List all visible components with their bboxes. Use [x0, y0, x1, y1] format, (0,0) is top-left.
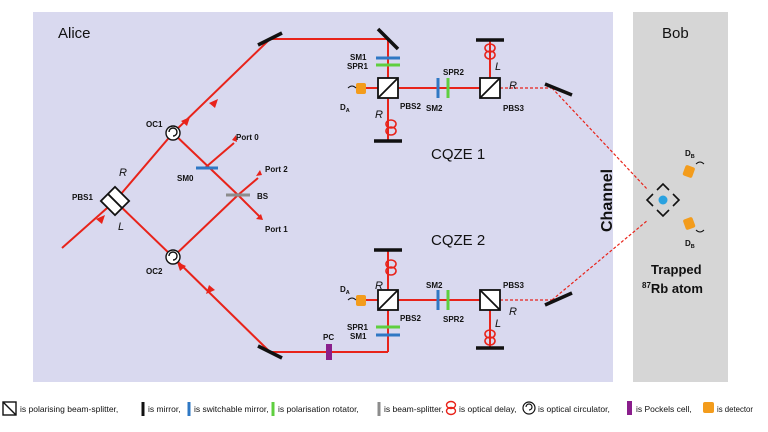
- legend: is polarising beam-splitter, is mirror, …: [2, 400, 753, 416]
- bottom-sm1-label: SM1: [350, 332, 367, 341]
- alice-title: Alice: [58, 25, 91, 42]
- top-l-label: L: [495, 61, 501, 73]
- legend-circulator-icon: [522, 401, 536, 415]
- legend-bs-text: is beam-splitter,: [384, 404, 444, 414]
- bottom-pbs3-r-label: R: [509, 306, 517, 318]
- arm-elements: [376, 56, 450, 337]
- pbs1-icon: [99, 185, 131, 217]
- oc1-icon: [165, 125, 181, 141]
- top-r-label: R: [375, 109, 383, 121]
- section-cqze2: CQZE 2: [431, 232, 485, 249]
- top-sm2-label: SM2: [426, 104, 443, 113]
- legend-detector-text: is detector: [717, 405, 753, 414]
- top-pbs3-r-label: R: [509, 80, 517, 92]
- top-detector-icon: [356, 83, 366, 94]
- legend-pockels-text: is Pockels cell,: [636, 404, 692, 414]
- port2-label: Port 2: [265, 165, 288, 174]
- circulators: [165, 125, 181, 265]
- legend-pbs-text: is polarising beam-splitter,: [20, 404, 118, 414]
- top-delay-pbs3-icon: [484, 43, 496, 60]
- mirror-bottom-out: [544, 291, 573, 307]
- bottom-delay-pbs2-icon: [385, 259, 397, 276]
- top-pbs3-icon: [479, 77, 501, 99]
- legend-rotator-text: is polarisation rotator,: [278, 404, 359, 414]
- bob-panel: [633, 12, 728, 382]
- rb-atom-label: 87Rb atom: [642, 281, 703, 296]
- port1-label: Port 1: [265, 225, 288, 234]
- bottom-pbs3-icon: [479, 289, 501, 311]
- bottom-detector-icon: [356, 295, 366, 306]
- top-sm1-label: SM1: [350, 53, 367, 62]
- bottom-pbs3-label: PBS3: [503, 281, 524, 290]
- bottom-spr1-label: SPR1: [347, 323, 368, 332]
- mirrors: [257, 27, 573, 360]
- oc1-label: OC1: [146, 120, 163, 129]
- port0-label: Port 0: [236, 133, 259, 142]
- legend-delay-icon: [445, 400, 457, 416]
- legend-detector-icon: [703, 402, 714, 413]
- legend-sm-text: is switchable mirror,: [194, 404, 269, 414]
- bottom-pbs2-label: PBS2: [400, 314, 421, 323]
- top-spr1-label: SPR1: [347, 62, 368, 71]
- bottom-spr2-label: SPR2: [443, 315, 464, 324]
- detectors-alice: [347, 83, 366, 306]
- bob-detector-top-icon: [682, 165, 695, 178]
- mirror-top-out: [544, 82, 573, 97]
- mirror-top-corner: [376, 27, 400, 51]
- bottom-r-label: R: [375, 280, 383, 292]
- atom-trap: [645, 182, 681, 218]
- bob-detector-bottom-icon: [683, 217, 696, 230]
- top-pbs2-label: PBS2: [400, 102, 421, 111]
- top-pbs2-icon: [377, 77, 399, 99]
- pbs1-l-label: L: [118, 221, 124, 233]
- bottom-l-label: L: [495, 318, 501, 330]
- oc2-label: OC2: [146, 267, 163, 276]
- pc-label: PC: [323, 333, 334, 342]
- legend-delay-text: is optical delay,: [459, 404, 516, 414]
- legend-pockels-icon: [627, 401, 632, 415]
- bottom-delay-pbs3-icon: [484, 329, 496, 346]
- mirror-top-left: [257, 31, 283, 47]
- db-top-label: DB: [685, 149, 695, 160]
- top-spr2-label: SPR2: [443, 68, 464, 77]
- db-bottom-label: DB: [685, 239, 695, 250]
- beam-arrows: [96, 99, 263, 294]
- optical-delays: [385, 43, 496, 346]
- bottom-pbs2-icon: [377, 289, 399, 311]
- mirror-bottom-left: [257, 344, 283, 360]
- alice-panel: [33, 12, 613, 382]
- bob-title: Bob: [662, 25, 689, 42]
- top-da-label: DA: [340, 103, 350, 114]
- channel-label: Channel: [599, 169, 616, 232]
- pockels-cell: [326, 344, 332, 360]
- sm0-label: SM0: [177, 174, 194, 183]
- section-cqze1: CQZE 1: [431, 146, 485, 163]
- top-delay-pbs2-icon: [385, 119, 397, 136]
- legend-mirror-text: is mirror,: [148, 404, 181, 414]
- rb-atom-icon: [658, 195, 668, 205]
- pbs1-r-label: R: [119, 167, 127, 179]
- pbs1-label: PBS1: [72, 193, 93, 202]
- top-pbs3-label: PBS3: [503, 104, 524, 113]
- bs-label: BS: [257, 192, 269, 201]
- oc2-icon: [165, 249, 181, 265]
- trapped-label: Trapped: [651, 262, 702, 277]
- legend-pbs-icon: [2, 401, 17, 416]
- bottom-sm2-label: SM2: [426, 281, 443, 290]
- legend-circulator-text: is optical circulator,: [538, 404, 610, 414]
- bottom-da-label: DA: [340, 285, 350, 296]
- pbs-cubes: [99, 77, 501, 311]
